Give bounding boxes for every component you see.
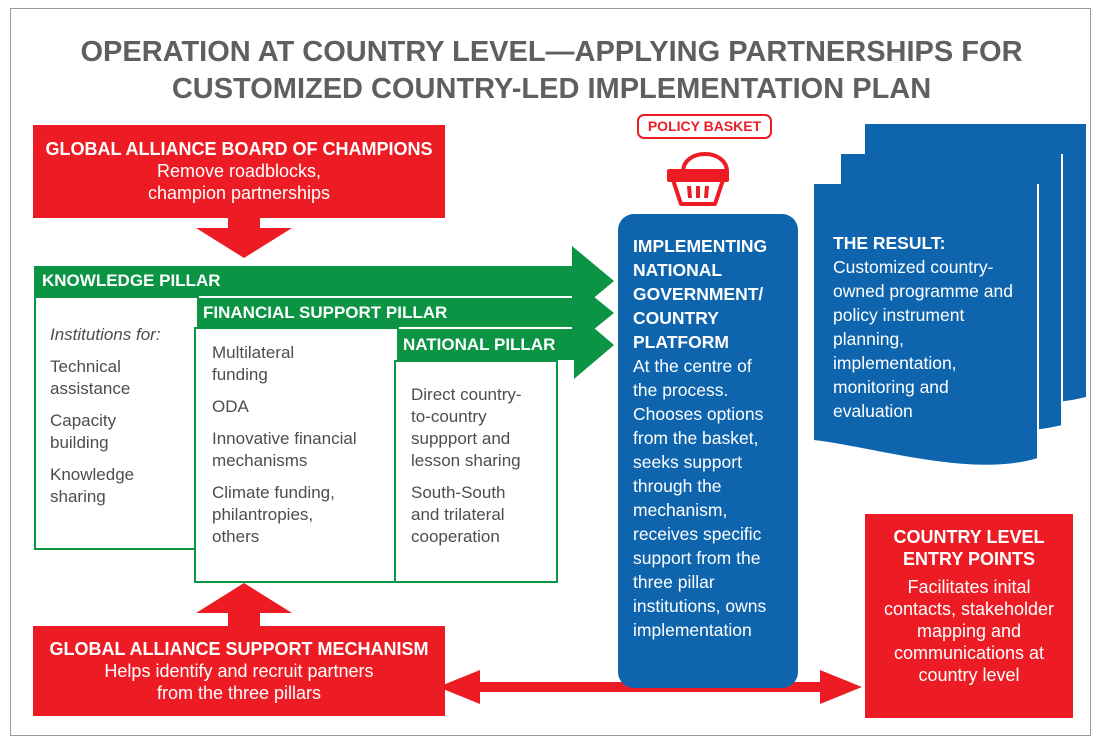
- list-item-line: cooperation: [411, 527, 500, 546]
- platform-text-line: through the: [633, 476, 722, 496]
- support-up-arrow: [196, 583, 292, 630]
- national-pillar-label: NATIONAL PILLAR: [403, 335, 556, 354]
- platform-text-line: mechanism,: [633, 500, 728, 520]
- knowledge-arrow: [34, 246, 614, 316]
- list-item-line: philantropies,: [212, 505, 314, 524]
- list-item-line: Innovative financial: [212, 429, 357, 448]
- entry-points-box: COUNTRY LEVEL ENTRY POINTS Facilitates i…: [865, 514, 1073, 718]
- list-item: ODA: [212, 396, 392, 418]
- platform-text-line: Chooses options: [633, 404, 764, 424]
- result-doc-front: [814, 184, 1038, 465]
- list-item: Innovative financial mechanisms: [212, 428, 392, 472]
- support-heading: GLOBAL ALLIANCE SUPPORT MECHANISM: [49, 639, 429, 659]
- result-text-line: monitoring and: [833, 377, 949, 397]
- support-line-2: from the three pillars: [156, 683, 322, 703]
- entry-heading-line: COUNTRY LEVEL: [893, 527, 1045, 547]
- list-item-line: Direct country-: [411, 385, 522, 404]
- title-line-2: CUSTOMIZED COUNTRY-LED IMPLEMENTATION PL…: [171, 73, 932, 105]
- country-platform-box: IMPLEMENTING NATIONAL GOVERNMENT/ COUNTR…: [618, 214, 798, 688]
- knowledge-pillar-label: KNOWLEDGE PILLAR: [42, 271, 221, 290]
- entry-text-line: country level: [918, 665, 1020, 685]
- list-item: Direct country- to-country suppport and …: [411, 384, 553, 472]
- entry-text-line: communications at: [893, 643, 1045, 663]
- list-item-line: assistance: [50, 379, 131, 398]
- board-down-arrow: [196, 218, 292, 258]
- entry-text-line: mapping and: [916, 621, 1022, 641]
- list-item-line: sharing: [50, 487, 106, 506]
- platform-heading-line: PLATFORM: [633, 332, 729, 352]
- support-mechanism-box: GLOBAL ALLIANCE SUPPORT MECHANISM Helps …: [33, 626, 445, 716]
- entry-text-line: contacts, stakeholder: [883, 599, 1055, 619]
- list-item-line: funding: [212, 365, 268, 384]
- policy-basket-label: POLICY BASKET: [637, 114, 772, 139]
- result-text-line: implementation,: [833, 353, 957, 373]
- platform-text-line: implementation: [633, 620, 752, 640]
- national-arrow: [394, 311, 614, 379]
- result-text-line: planning,: [833, 329, 905, 349]
- list-item: South-South and trilateral cooperation: [411, 482, 553, 548]
- list-item-line: lesson sharing: [411, 451, 521, 470]
- platform-text-line: the process.: [633, 380, 729, 400]
- diagram-title: OPERATION AT COUNTRY LEVEL—APPLYING PART…: [30, 34, 1073, 108]
- list-item-line: ODA: [212, 397, 249, 416]
- list-item-line: Technical: [50, 357, 121, 376]
- list-item-line: others: [212, 527, 260, 546]
- platform-text-line: institutions, owns: [633, 596, 767, 616]
- title-line-1: OPERATION AT COUNTRY LEVEL—APPLYING PART…: [80, 36, 1023, 68]
- board-heading: GLOBAL ALLIANCE BOARD OF CHAMPIONS: [45, 139, 433, 159]
- list-item: Capacity building: [50, 410, 192, 454]
- board-line-2: champion partnerships: [147, 183, 331, 203]
- support-line-1: Helps identify and recruit partners: [104, 661, 374, 681]
- platform-text-line: support from the: [633, 548, 761, 568]
- platform-text-line: three pillar: [633, 572, 715, 592]
- list-item-line: South-South: [411, 483, 506, 502]
- entry-text-line: Facilitates inital: [907, 577, 1031, 597]
- list-item: Technical assistance: [50, 356, 192, 400]
- financial-pillar-items: Multilateral funding ODA Innovative fina…: [212, 342, 392, 558]
- platform-heading-line: IMPLEMENTING: [633, 236, 768, 256]
- shopping-basket-icon: [667, 152, 729, 206]
- result-text-line: owned programme and: [833, 281, 1013, 301]
- national-pillar-items: Direct country- to-country suppport and …: [411, 384, 553, 558]
- list-item-line: Multilateral: [212, 343, 295, 362]
- result-text-line: Customized country-: [833, 257, 994, 277]
- list-item: Climate funding, philantropies, others: [212, 482, 392, 548]
- diagram-frame: [10, 8, 1091, 736]
- platform-text-line: At the centre of: [633, 356, 752, 376]
- financial-pillar-box: [194, 327, 399, 583]
- platform-text-line: from the basket,: [633, 428, 759, 448]
- result-text-line: policy instrument: [833, 305, 965, 325]
- platform-heading-line: COUNTRY: [633, 308, 719, 328]
- board-line-1: Remove roadblocks,: [156, 161, 322, 181]
- national-pillar-box: [394, 360, 558, 583]
- board-of-champions-box: GLOBAL ALLIANCE BOARD OF CHAMPIONS Remov…: [33, 125, 445, 218]
- knowledge-pillar-items: Institutions for: Technical assistance C…: [50, 324, 192, 518]
- list-item-line: suppport and: [411, 429, 511, 448]
- list-item-line: mechanisms: [212, 451, 308, 470]
- list-item-line: to-country: [411, 407, 487, 426]
- financial-arrow: [194, 279, 614, 347]
- result-text-line: evaluation: [833, 401, 913, 421]
- financial-pillar-label: FINANCIAL SUPPORT PILLAR: [203, 303, 448, 322]
- result-heading: THE RESULT:: [833, 233, 946, 253]
- platform-text-line: receives specific: [633, 524, 762, 544]
- platform-text-line: seeks support: [633, 452, 742, 472]
- list-item-line: Climate funding,: [212, 483, 335, 502]
- list-item-line: Knowledge: [50, 465, 135, 484]
- list-item: Multilateral funding: [212, 342, 392, 386]
- platform-heading-line: GOVERNMENT/: [633, 284, 764, 304]
- list-item-line: Capacity: [50, 411, 117, 430]
- list-item-line: building: [50, 433, 109, 452]
- knowledge-intro: Institutions for:: [50, 325, 161, 344]
- platform-heading-line: NATIONAL: [633, 260, 723, 280]
- list-item: Knowledge sharing: [50, 464, 192, 508]
- list-item-line: and trilateral: [411, 505, 505, 524]
- result-text: THE RESULT: Customized country- owned pr…: [833, 231, 1043, 423]
- entry-heading-line: ENTRY POINTS: [902, 549, 1036, 569]
